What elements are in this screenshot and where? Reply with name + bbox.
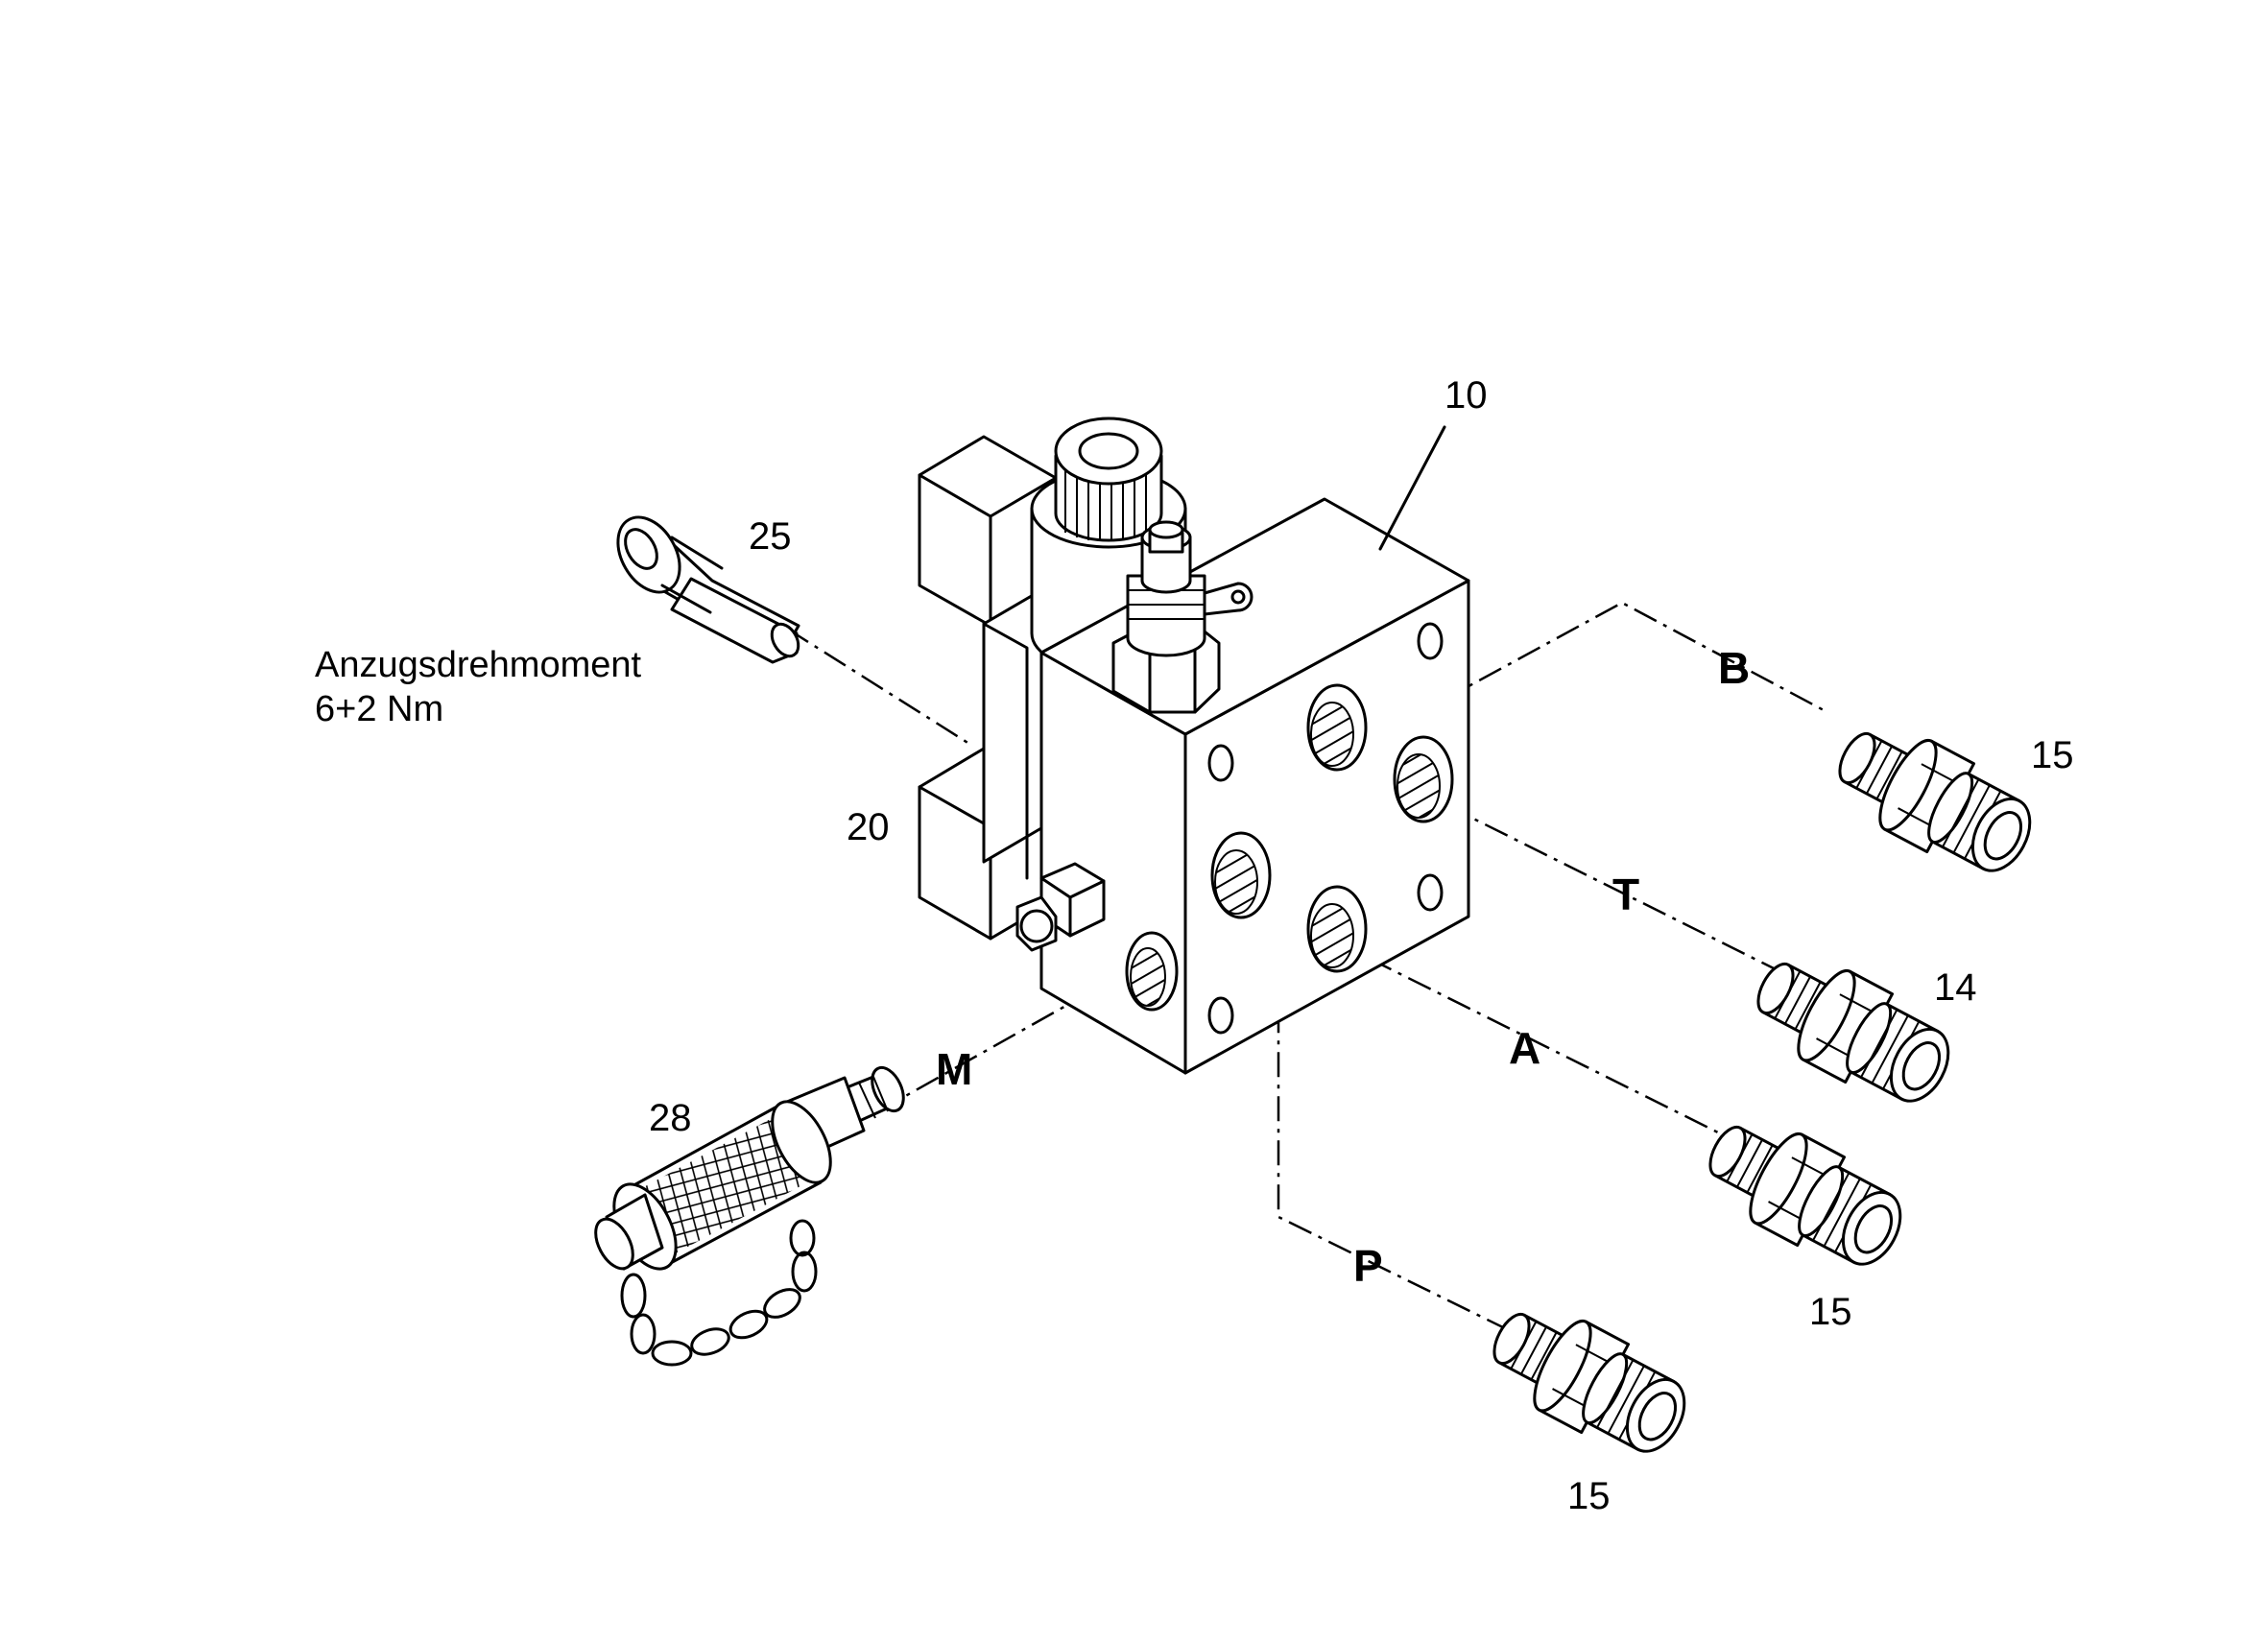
port-b-bore [1306, 683, 1368, 772]
cartridge-valve [1111, 520, 1253, 714]
torque-note-line1: Anzugsdrehmoment [315, 645, 642, 685]
port-t-line [1405, 783, 1786, 976]
fitting-b [1820, 706, 2048, 893]
valve-block [1039, 497, 1470, 1075]
port-t-bore [1393, 735, 1454, 823]
screw [616, 515, 800, 664]
callout-15-b: 15 [2031, 734, 2074, 776]
callout-20: 20 [847, 806, 890, 848]
callout-10: 10 [1444, 374, 1488, 417]
callout-25: 25 [749, 515, 792, 558]
torque-note-line2: 6+2 Nm [315, 689, 444, 729]
leader-10 [1378, 425, 1446, 551]
port-p-bore [1210, 831, 1272, 919]
callout-28: 28 [649, 1097, 692, 1139]
fitting-t [1738, 937, 1967, 1123]
hex-plug [1015, 862, 1106, 952]
port-label-a: A [1509, 1023, 1540, 1073]
port-label-t: T [1612, 870, 1639, 919]
port-label-b: B [1718, 643, 1750, 693]
callout-14-t: 14 [1934, 966, 1977, 1009]
fitting-p [1474, 1287, 1703, 1473]
callout-15-a: 15 [1809, 1291, 1852, 1333]
callout-15-p: 15 [1567, 1475, 1611, 1517]
test-coupling [594, 1065, 905, 1367]
port-a-line [1328, 937, 1729, 1139]
port-m-bore [1125, 931, 1179, 1012]
torque-note: Anzugsdrehmoment 6+2 Nm [315, 643, 641, 731]
chain [620, 1219, 818, 1367]
screw-axis-line [786, 627, 970, 746]
fitting-a [1690, 1100, 1919, 1286]
port-label-m: M [936, 1044, 972, 1094]
port-label-p: P [1353, 1241, 1383, 1291]
port-a-bore [1306, 885, 1368, 973]
